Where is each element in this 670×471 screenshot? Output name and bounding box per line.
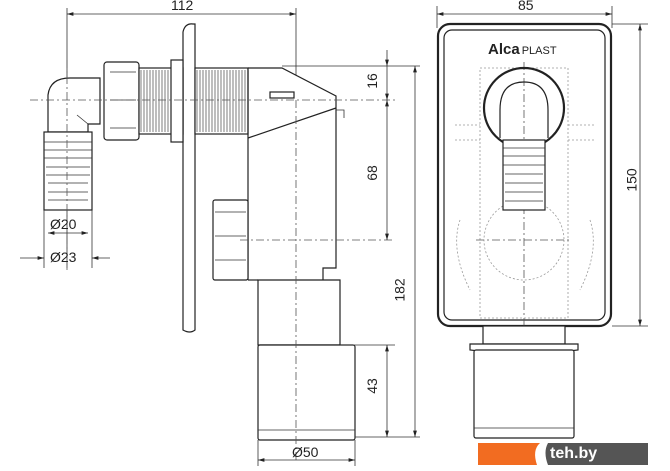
hose-barb	[43, 131, 93, 211]
side-view	[20, 8, 420, 466]
watermark-text: teh.by	[550, 445, 598, 462]
dim-front-width: 85	[518, 0, 534, 13]
dim-hose-inner: Ø20	[50, 216, 77, 232]
watermark-logo-icon	[535, 443, 548, 465]
brand-light: PLAST	[521, 45, 557, 57]
dim-outlet-diameter: Ø50	[292, 444, 319, 460]
dim-hose-outer: Ø23	[50, 249, 77, 265]
brand-bold: Alca	[488, 41, 520, 58]
elbow	[47, 77, 101, 133]
dim-inlet-to-outlet: 68	[363, 165, 380, 181]
front-view	[436, 6, 648, 465]
dim-front-height: 150	[623, 168, 640, 192]
wall-flange	[182, 23, 196, 333]
dim-overall-height: 182	[391, 278, 408, 302]
dim-outlet-length: 43	[363, 378, 380, 394]
outlet-pipe	[257, 344, 356, 441]
dim-overall-depth: 112	[171, 0, 194, 13]
siphon-body	[248, 67, 341, 346]
dim-top-offset: 16	[363, 73, 380, 89]
front-hose-barb	[502, 139, 546, 211]
watermark-orange	[478, 443, 540, 465]
